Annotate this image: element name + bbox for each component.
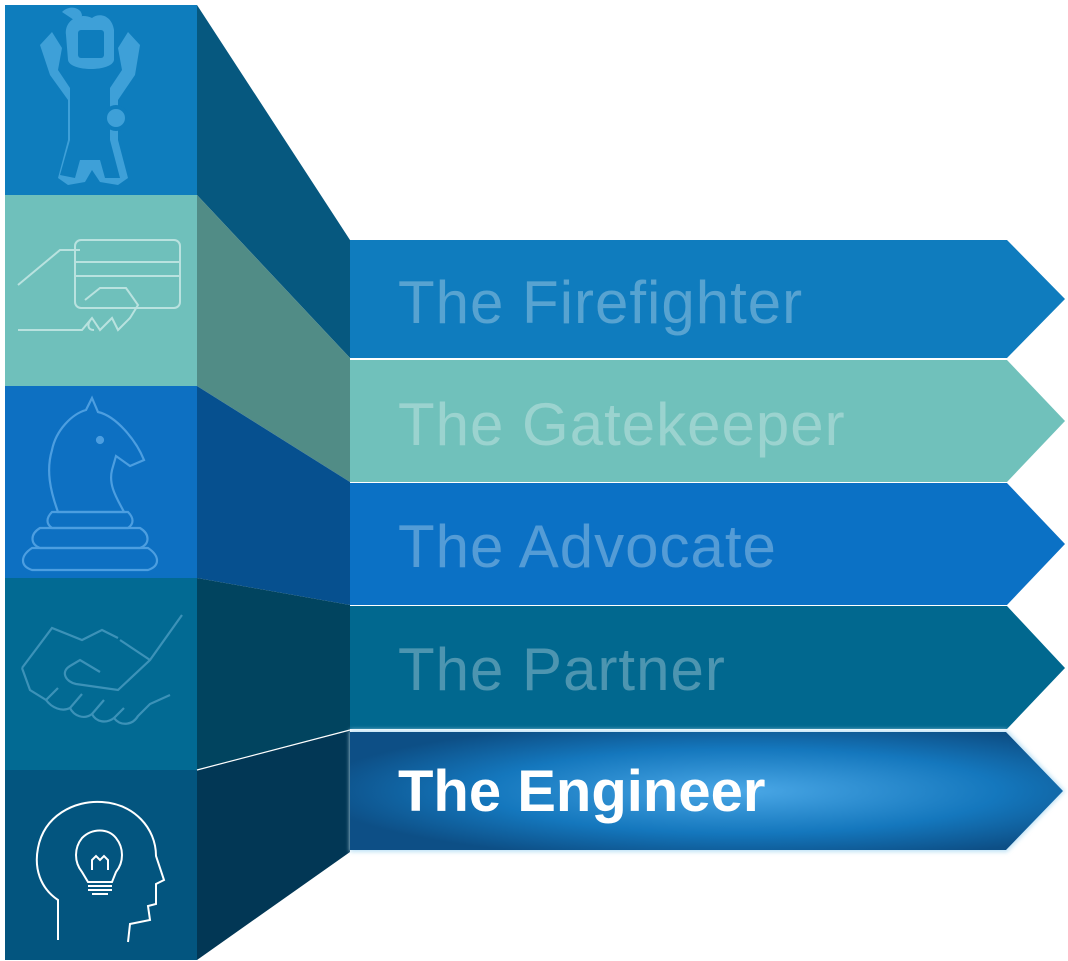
tile-advocate xyxy=(5,386,197,578)
label-firefighter: The Firefighter xyxy=(398,269,804,336)
tile-gatekeeper xyxy=(5,195,197,386)
handshake-icon xyxy=(20,614,183,725)
connector-partner xyxy=(197,578,350,770)
label-partner: The Partner xyxy=(398,636,726,703)
tile-engineer xyxy=(5,770,197,960)
chess-knight-icon xyxy=(21,395,159,572)
tile-partner xyxy=(5,578,197,770)
connector-gatekeeper xyxy=(197,195,350,482)
lightbulb-head-icon xyxy=(35,800,166,943)
card-in-hand-icon xyxy=(17,239,181,332)
banner-advocate xyxy=(350,483,1065,605)
label-engineer: The Engineer xyxy=(398,759,766,824)
connector-advocate xyxy=(197,386,350,605)
label-advocate: The Advocate xyxy=(398,513,777,580)
banner-gatekeeper xyxy=(350,360,1065,482)
label-gatekeeper: The Gatekeeper xyxy=(398,391,846,458)
connector-edge xyxy=(196,729,351,771)
banner-firefighter xyxy=(350,240,1065,358)
banner-engineer xyxy=(350,732,1063,850)
connector-engineer xyxy=(197,730,350,960)
firefighter-icon xyxy=(40,7,140,185)
connector-firefighter xyxy=(197,5,350,358)
banner-partner xyxy=(350,606,1065,729)
